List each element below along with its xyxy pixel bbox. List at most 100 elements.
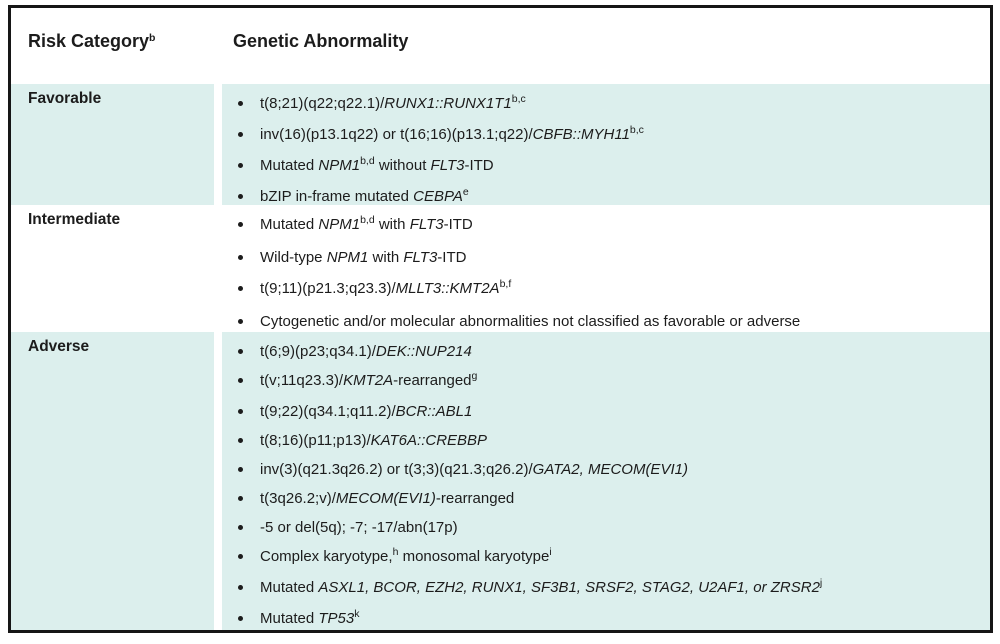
abnormality-item: Mutated TP53k: [222, 604, 990, 635]
text-segment: -ITD: [437, 249, 467, 266]
risk-category-cell: Adverse: [11, 332, 214, 630]
abnormality-item: t(9;22)(q34.1;q11.2)/BCR::ABL1: [222, 397, 990, 426]
text-segment: ASXL1, BCOR, EZH2, RUNX1, SF3B1, SRSF2, …: [318, 579, 820, 596]
superscript-footnote: e: [462, 186, 469, 198]
superscript-footnote: b,c: [511, 93, 526, 105]
bullet-icon: [238, 378, 243, 383]
text-segment: NPM1: [326, 249, 369, 266]
text-segment: NPM1: [318, 216, 361, 233]
abnormality-item: Wild-type NPM1 with FLT3-ITD: [222, 242, 990, 273]
text-segment: RUNX1::RUNX1T1: [384, 95, 512, 112]
bullet-icon: [238, 496, 243, 501]
column-gutter: [214, 332, 222, 630]
bullet-icon: [238, 409, 243, 414]
text-segment: CBFB::MYH11: [532, 126, 630, 143]
text-segment: Genetic Abnormality: [233, 31, 409, 51]
bullet-icon: [238, 554, 243, 559]
text-segment: Mutated: [260, 157, 319, 174]
text-segment: -ITD: [464, 157, 494, 174]
superscript-footnote: j: [819, 577, 823, 589]
bullet-icon: [238, 585, 243, 590]
text-segment: -ITD: [443, 216, 473, 233]
text-segment: FLT3: [409, 216, 444, 233]
text-segment: with: [374, 216, 410, 233]
text-segment: t(8;16)(p11;p13)/: [260, 432, 371, 449]
superscript-footnote: b,d: [360, 214, 375, 226]
text-segment: BCR::ABL1: [395, 403, 473, 420]
text-segment: inv(16)(p13.1q22) or t(16;16)(p13.1;q22)…: [260, 126, 533, 143]
bullet-icon: [238, 349, 243, 354]
text-segment: t(8;21)(q22;q22.1)/: [260, 95, 385, 112]
superscript-footnote: b,f: [499, 278, 512, 290]
bullet-icon: [238, 467, 243, 472]
bullet-icon: [238, 438, 243, 443]
bullet-icon: [238, 255, 243, 260]
text-segment: Wild-type: [260, 249, 327, 266]
bullet-icon: [238, 132, 243, 137]
risk-category-cell: Intermediate: [28, 211, 121, 228]
bullet-icon: [238, 101, 243, 106]
risk-category-header: Risk Categoryb: [11, 8, 214, 84]
text-segment: MLLT3::KMT2A: [395, 280, 500, 297]
superscript-footnote: b: [149, 32, 156, 44]
text-segment: Mutated: [260, 216, 319, 233]
abnormality-item: t(6;9)(p23;q34.1)/DEK::NUP214: [222, 337, 990, 366]
column-gutter: [214, 84, 222, 205]
text-segment: DEK::NUP214: [375, 343, 472, 360]
text-segment: bZIP in-frame mutated: [260, 188, 414, 205]
text-segment: without: [374, 157, 431, 174]
text-segment: Risk Category: [28, 31, 150, 51]
column-gutter: [214, 8, 222, 84]
superscript-footnote: g: [471, 370, 478, 382]
risk-category-cell: Favorable: [11, 84, 214, 205]
text-segment: CEBPA: [413, 188, 463, 205]
text-segment: -rearranged: [435, 490, 515, 507]
abnormality-item: t(8;21)(q22;q22.1)/RUNX1::RUNX1T1b,c: [222, 89, 990, 120]
bullet-icon: [238, 222, 243, 227]
text-segment: t(v;11q23.3)/: [260, 372, 344, 389]
abnormality-item: -5 or del(5q); -7; -17/abn(17p): [222, 513, 990, 542]
bullet-icon: [238, 194, 243, 199]
abnormality-item: t(v;11q23.3)/KMT2A-rearrangedg: [222, 366, 990, 397]
text-segment: FLT3: [403, 249, 438, 266]
abnormality-item: t(8;16)(p11;p13)/KAT6A::CREBBP: [222, 426, 990, 455]
abnormality-item: Complex karyotype,h monosomal karyotypei: [222, 542, 990, 573]
text-segment: NPM1: [318, 157, 361, 174]
superscript-footnote: h: [392, 546, 399, 558]
risk-classification-table: Risk Categoryb Genetic Abnormality Favor…: [8, 5, 993, 633]
bullet-icon: [238, 616, 243, 621]
abnormality-item: t(9;11)(p21.3;q23.3)/MLLT3::KMT2Ab,f: [222, 273, 990, 306]
text-segment: t(9;11)(p21.3;q23.3)/: [260, 280, 396, 297]
text-segment: MECOM(EVI1): [335, 490, 436, 507]
text-segment: -5 or del(5q); -7; -17/abn(17p): [260, 519, 458, 536]
abnormality-item: t(3q26.2;v)/MECOM(EVI1)-rearranged: [222, 484, 990, 513]
bullet-icon: [238, 319, 243, 324]
text-segment: TP53: [318, 610, 355, 627]
superscript-footnote: i: [549, 546, 552, 558]
bullet-icon: [238, 525, 243, 530]
text-segment: GATA2, MECOM(EVI1): [532, 461, 688, 478]
genetic-abnormality-header: Genetic Abnormality: [222, 8, 990, 84]
text-segment: -rearranged: [393, 372, 472, 389]
abnormality-item: Mutated NPM1b,d without FLT3-ITD: [222, 151, 990, 182]
abnormality-item: Cytogenetic and/or molecular abnormaliti…: [222, 306, 990, 337]
superscript-footnote: b,d: [360, 155, 375, 167]
abnormality-item: inv(16)(p13.1q22) or t(16;16)(p13.1;q22)…: [222, 120, 990, 151]
column-gutter: [214, 205, 222, 332]
text-segment: monosomal karyotype: [398, 548, 550, 565]
text-segment: FLT3: [430, 157, 465, 174]
text-segment: Mutated: [260, 610, 319, 627]
text-segment: Mutated: [260, 579, 319, 596]
superscript-footnote: k: [354, 608, 360, 620]
text-segment: with: [368, 249, 404, 266]
